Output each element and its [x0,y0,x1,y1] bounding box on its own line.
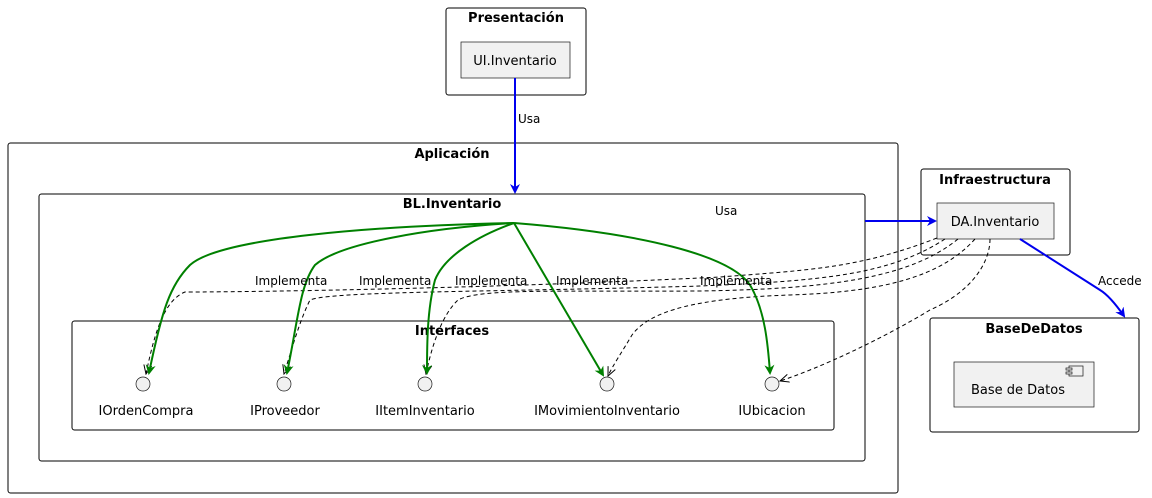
interface-imovimiento-inventario[interactable]: IMovimientoInventario [534,376,680,419]
interface-iitem-inventario-label: IItemInventario [375,404,474,419]
implementa-label-1: Implementa [255,274,327,288]
interface-iproveedor-label: IProveedor [250,404,320,419]
component-da-inventario-label: DA.Inventario [951,215,1040,230]
package-aplicacion-title: Aplicación [414,147,489,162]
component-base-de-datos[interactable]: Base de Datos [953,361,1095,408]
edge-da-accede-db: Accede [1019,238,1142,318]
implementa-edge-iproveedor [283,222,515,375]
implementa-label-3: Implementa [455,274,527,288]
dependency-edges [146,237,991,381]
interface-iordencompra[interactable]: IOrdenCompra [99,376,194,419]
package-presentacion-title: Presentación [468,11,564,26]
component-ui-inventario-label: UI.Inventario [473,54,557,69]
implementa-edge-iubicacion [513,222,775,375]
implementa-edge-iordencompra [145,222,515,375]
dependency-edge-iproveedor [284,238,946,374]
dependency-edge-iubicacion [780,238,991,381]
implementa-edges [145,222,775,377]
component-icon [1065,365,1084,377]
interface-iubicacion-label: IUbicacion [738,404,805,419]
interface-iordencompra-label: IOrdenCompra [99,404,194,419]
dependency-edge-imovimiento [608,238,976,376]
package-interfaces: Interfaces [71,320,835,431]
edge-da-accede-db-label: Accede [1098,274,1142,288]
implementa-edge-imovimiento [513,222,605,377]
implementa-label-4: Implementa [556,274,628,288]
component-ui-inventario[interactable]: UI.Inventario [460,41,571,79]
edge-bl-usa-da-label: Usa [715,204,737,218]
package-interfaces-title: Interfaces [415,324,489,339]
implementa-edge-iitem [422,222,515,375]
edge-bl-usa-da: Usa [715,204,937,226]
interface-iproveedor[interactable]: IProveedor [250,376,321,419]
dependency-edge-iitem [426,238,959,374]
implementa-label-5: Implementa [700,274,772,288]
edge-ui-usa-bl: Usa [510,78,540,194]
package-base-de-datos-title: BaseDeDatos [985,322,1083,337]
package-bl-inventario-title: BL.Inventario [403,197,502,212]
interface-imovimiento-inventario-label: IMovimientoInventario [534,404,680,419]
edge-ui-usa-bl-label: Usa [518,112,540,126]
package-infraestructura-title: Infraestructura [939,173,1051,188]
component-da-inventario[interactable]: DA.Inventario [936,202,1055,240]
implementa-label-2: Implementa [359,274,431,288]
interface-iitem-inventario[interactable]: IItemInventario [375,376,475,419]
interface-iubicacion[interactable]: IUbicacion [738,376,806,419]
component-base-de-datos-label: Base de Datos [971,383,1065,398]
